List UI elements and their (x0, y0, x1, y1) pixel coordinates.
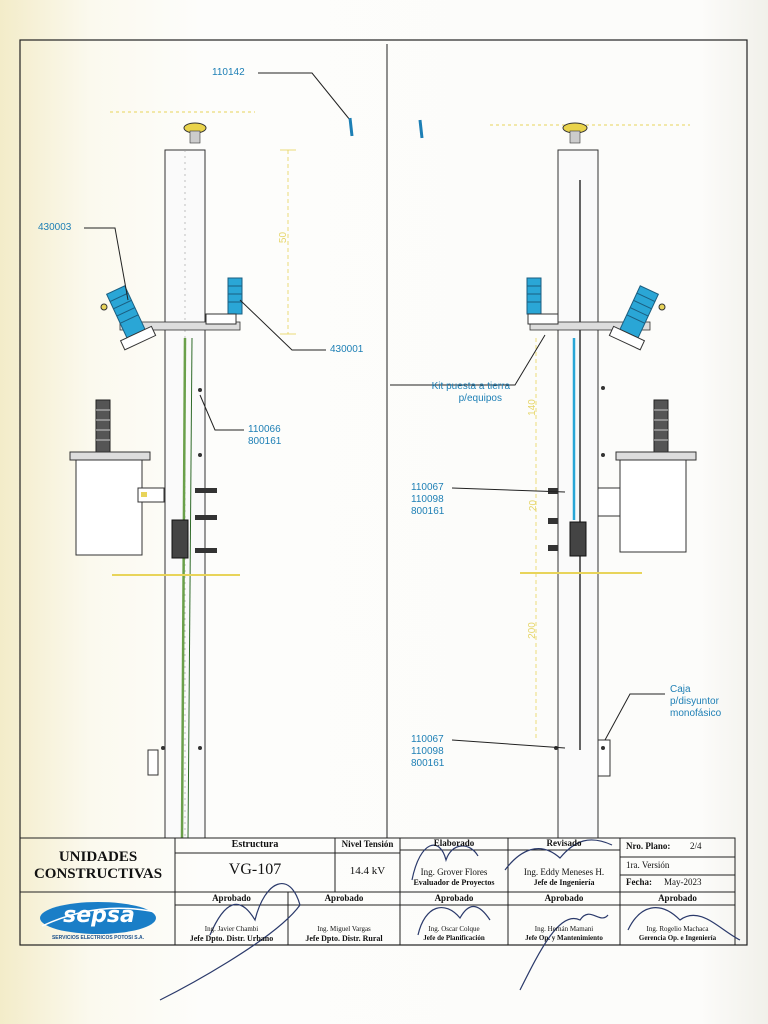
label-mid-2: 110098 (411, 494, 444, 505)
aprobado-2-label: Aprobado (324, 893, 364, 903)
aprobado-1-name: Ing. Javier Chambi (204, 925, 259, 933)
aprobado-3-role: Jefe de Planificación (423, 934, 485, 942)
left-ground-wire (180, 337, 187, 839)
right-view-left-insulator-icon (526, 277, 559, 325)
unidades-line-1: UNIDADES (58, 849, 138, 865)
right-cutout-icon (608, 285, 660, 351)
signatures (159, 839, 741, 1001)
elaborado-label: Elaborado (433, 838, 475, 848)
logo-text: sepsa (63, 903, 135, 928)
elaborado-role: Evaluador de Proyectos (413, 878, 495, 887)
plano-label: Nro. Plano: (626, 841, 671, 851)
caja-disyuntor-box (597, 739, 611, 777)
aprobado-3-label: Aprobado (434, 893, 474, 903)
dim-right-20: 20 (528, 499, 540, 512)
right-pole (557, 149, 599, 839)
label-mid-1: 110067 (411, 482, 444, 493)
label-kit-2: p/equipos (458, 393, 502, 404)
right-clamp-block (569, 521, 587, 557)
right-view (418, 119, 697, 839)
revisado-label: Revisado (546, 838, 582, 848)
left-cutout-icon (105, 285, 157, 351)
left-view (69, 111, 296, 839)
aprobado-2-name: Ing. Miguel Vargas (317, 925, 371, 933)
label-low-1: 110067 (411, 734, 444, 745)
label-top-code: 110142 (212, 67, 245, 78)
aprobado-4-label: Aprobado (544, 893, 584, 903)
sepsa-logo (40, 902, 156, 934)
estructura-label: Estructura (231, 839, 279, 850)
label-caja-3: monofásico (670, 708, 722, 719)
label-left-ground-2: 800161 (248, 436, 282, 447)
left-crossarm (119, 321, 241, 331)
nivel-label: Nivel Tensión (341, 839, 394, 849)
dim-left-50: 50 (278, 231, 290, 244)
label-mid-3: 800161 (411, 506, 445, 517)
label-left-ground-1: 110066 (248, 424, 281, 435)
unidades-line-2: CONSTRUCTIVAS (33, 866, 163, 882)
fecha-label: Fecha: (626, 877, 652, 887)
dim-right-200: 200 (526, 622, 538, 639)
aprobado-5-name: Ing. Rogelio Machaca (646, 925, 709, 933)
elaborado-name: Ing. Grover Flores (420, 867, 488, 877)
aprobado-4-name: Ing. Hernán Mamani (534, 925, 594, 933)
estructura-value: VG-107 (228, 861, 282, 878)
label-caja-1: Caja (670, 684, 691, 695)
label-left-insulator-code: 430003 (38, 222, 72, 233)
title-block-grid (19, 837, 736, 946)
right-transformer-icon (615, 399, 697, 553)
aprobado-1-role: Jefe Dpto. Distr. Urbano (189, 934, 274, 943)
aprobado-2-role: Jefe Dpto. Distr. Rural (305, 934, 383, 943)
right-crossarm (529, 321, 651, 331)
nivel-value: 14.4 kV (349, 865, 386, 877)
aprobado-4-role: Jefe Op. y Mantenimiento (525, 934, 603, 942)
label-kit-1: Kit puesta a tierra (431, 381, 510, 392)
label-low-2: 110098 (411, 746, 444, 757)
logo-subtitle: SERVICIOS ELECTRICOS POTOSI S.A. (51, 935, 145, 941)
left-view-right-insulator-icon (205, 277, 243, 325)
label-low-3: 800161 (411, 758, 445, 769)
version-text: 1ra. Versión (626, 860, 670, 870)
label-caja-2: p/disyuntor (670, 696, 719, 707)
fecha-value: May-2023 (664, 877, 702, 887)
aprobado-3-name: Ing. Oscar Colque (428, 925, 480, 933)
revisado-role: Jefe de Ingeniería (533, 878, 595, 887)
plano-value: 2/4 (690, 841, 702, 851)
left-transformer-icon (69, 399, 151, 556)
aprobado-1-label: Aprobado (212, 893, 251, 903)
aprobado-5-label: Aprobado (658, 893, 697, 903)
aprobado-5-role: Gerencia Op. e Ingeniería (638, 934, 717, 942)
left-clamp-block (171, 519, 189, 559)
label-right-insulator-code: 430001 (330, 344, 364, 355)
revisado-name: Ing. Eddy Meneses H. (523, 867, 605, 877)
dim-right-140: 140 (526, 399, 538, 416)
